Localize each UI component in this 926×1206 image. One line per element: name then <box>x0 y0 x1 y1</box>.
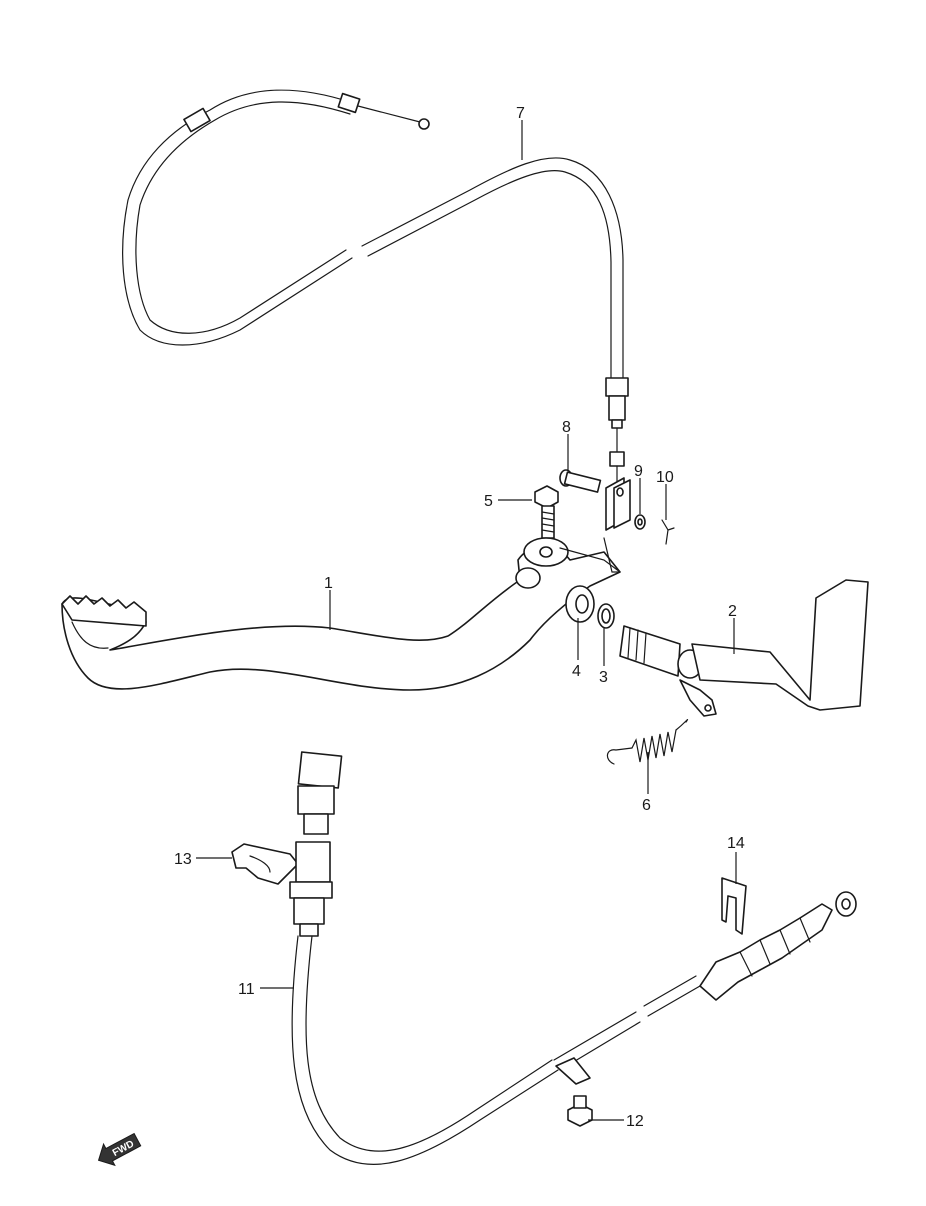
cable-7 <box>122 89 629 489</box>
callout-10: 10 <box>656 469 674 486</box>
callout-6: 6 <box>642 797 651 814</box>
callout-13: 13 <box>174 851 192 868</box>
shaft-lever-2 <box>619 579 869 717</box>
forward-arrow-icon: FWD <box>97 1132 142 1167</box>
callout-8: 8 <box>562 419 571 436</box>
cable-11 <box>289 751 857 1165</box>
bolt-5 <box>534 485 559 539</box>
callout-11: 11 <box>238 981 255 998</box>
callout-4: 4 <box>572 663 581 680</box>
callout-9: 9 <box>634 463 643 480</box>
cotter-pin-10 <box>661 519 675 545</box>
callout-3: 3 <box>599 669 608 686</box>
callout-1: 1 <box>324 575 333 592</box>
bolt-12 <box>567 1095 593 1127</box>
callout-12: 12 <box>626 1113 644 1130</box>
callout-7: 7 <box>516 105 525 122</box>
callout-2: 2 <box>728 603 737 620</box>
clip-13 <box>231 843 299 885</box>
washer-9 <box>634 514 646 530</box>
callout-5: 5 <box>484 493 493 510</box>
callout-labels: 7 8 9 10 5 1 2 4 3 6 13 14 11 12 <box>174 105 745 1130</box>
leader-lines <box>196 120 737 1121</box>
retaining-clip-14 <box>721 877 747 935</box>
bushing-4 <box>565 585 595 623</box>
fwd-label: FWD <box>111 1139 136 1159</box>
spring-6 <box>606 718 689 765</box>
o-ring-3 <box>597 603 615 629</box>
cable-clevis <box>605 477 631 531</box>
brake-pedal-1 <box>61 537 621 691</box>
callout-14: 14 <box>727 835 745 852</box>
clevis-pin-8 <box>559 469 602 493</box>
